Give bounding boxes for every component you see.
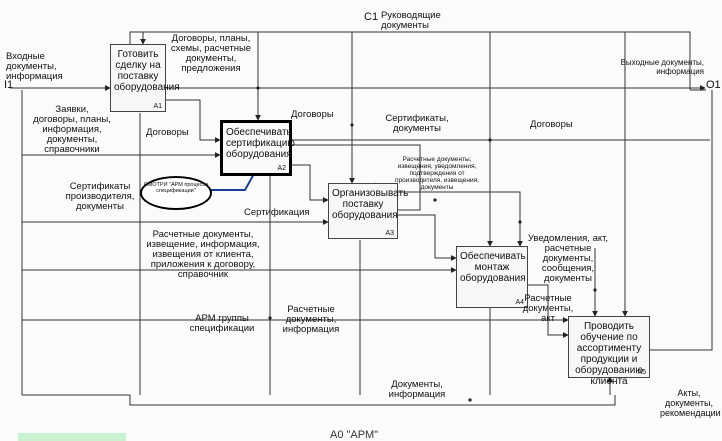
activity-label: Проводить обучение по ассортименту проду…	[575, 321, 643, 387]
activity-number: А2	[277, 165, 286, 172]
a3-to-a4	[398, 214, 457, 261]
a2-cert-out	[290, 164, 329, 203]
docs-info-label: Документы, информация	[388, 379, 446, 400]
output-tag: O1	[706, 79, 721, 91]
activity-label: Обеспечивать монтаж оборудования	[460, 251, 526, 284]
junction-dots	[256, 86, 597, 402]
diagram-title: А0 "АРМ"	[330, 429, 379, 441]
a3-control-right	[398, 191, 523, 247]
calc-docs-info-label: Расчетные документы, информация	[282, 304, 340, 335]
input-tag: I1	[4, 79, 14, 91]
activity-label: Обеспечивать сертификацию оборудования	[226, 127, 295, 160]
activity-number: А3	[385, 230, 394, 237]
a1-output-label: Договоры, планы, схемы, расчетные докуме…	[170, 33, 252, 74]
a1-to-a2	[165, 99, 221, 143]
activity-box-a1[interactable]: Готовить сделку на поставку оборудования…	[110, 44, 180, 112]
activity-number: А5	[637, 369, 646, 376]
activity-box-a4[interactable]: Обеспечивать монтаж оборудования А4	[456, 246, 528, 308]
reference-oval[interactable]: СМОТРИ "АРМ процесса спецификации"	[140, 176, 212, 210]
mid-calc-docs-label: Расчетные документы, извещение, информац…	[146, 229, 260, 280]
a4-to-a5	[528, 284, 569, 338]
activity-label: Готовить сделку на поставку оборудования	[114, 49, 180, 93]
requests-label: Заявки, договоры, планы, информация, док…	[33, 104, 111, 155]
activity-number: А1	[153, 103, 162, 110]
output-label: Выходные документы, информация	[620, 58, 704, 76]
producer-certs-label: Сертификаты производителя, документы	[65, 181, 135, 212]
control-tag: C1	[364, 11, 379, 23]
activity-box-a5[interactable]: Проводить обучение по ассортименту проду…	[568, 316, 650, 387]
contracts-left-label: Договоры	[146, 127, 189, 138]
activity-number: А4	[515, 299, 524, 306]
arm-group-label: АРМ группы спецификации	[189, 313, 255, 334]
acts-recs-label: Акты, документы, рекомендации	[660, 388, 721, 418]
certification-label: Сертификация	[244, 207, 310, 218]
scroll-indicator	[18, 433, 126, 441]
control-bus	[129, 31, 691, 90]
activity-box-a3[interactable]: Организовывать поставку оборудования А3	[328, 183, 408, 239]
a3-calc-docs-label: Расчетные документы, извещения, уведомле…	[395, 156, 479, 191]
notices-label: Уведомления, акт, расчетные документы, с…	[527, 233, 609, 284]
left-frame	[21, 90, 616, 406]
certs-docs-label: Сертификаты, документы	[385, 113, 449, 134]
calc-docs-act-label: Расчетные документы, акт	[522, 293, 574, 324]
a5-output	[650, 90, 713, 351]
control-label: Руководящие документы	[381, 10, 441, 31]
oval-link	[210, 171, 256, 191]
activity-box-a2[interactable]: Обеспечивать сертификацию оборудования А…	[220, 120, 295, 176]
input-label: Входные документы, информация	[6, 51, 63, 82]
contracts-top-label: Договоры	[291, 109, 334, 120]
contracts-right-label: Договоры	[530, 119, 573, 130]
activity-label: Организовывать поставку оборудования	[332, 188, 409, 221]
